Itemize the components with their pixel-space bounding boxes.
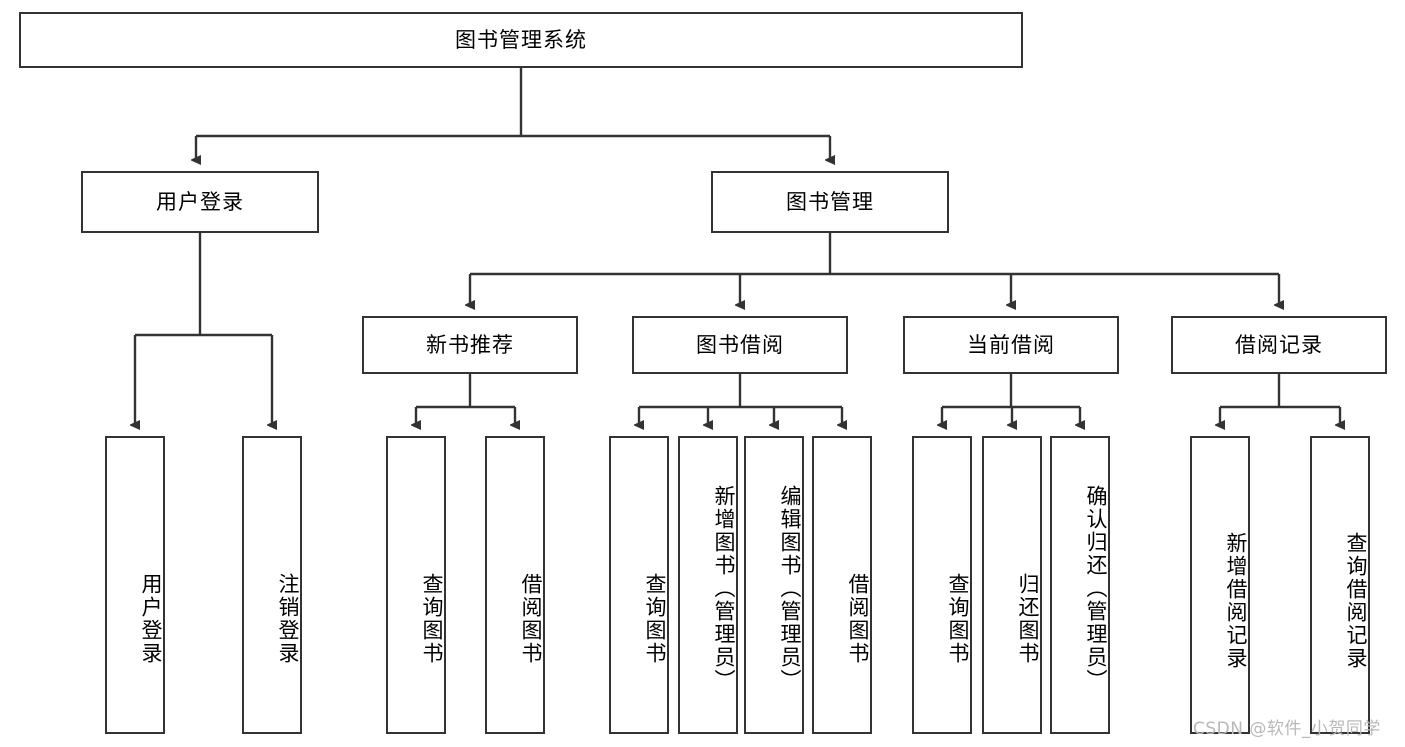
leaf-query-record[interactable]: 查询借阅记录: [1310, 436, 1370, 734]
leaf-add-book[interactable]: 新增图书（管理员）: [678, 436, 738, 734]
node-book-borrow-label: 图书借阅: [696, 332, 784, 357]
node-borrow-record-label: 借阅记录: [1235, 332, 1323, 357]
node-new-book-rec[interactable]: 新书推荐: [362, 316, 578, 374]
leaf-query-book-borrow[interactable]: 查询图书: [609, 436, 669, 734]
csdn-watermark: CSDN @软件_小贺同学: [1193, 719, 1381, 739]
leaf-add-book-label: 新增图书（管理员）: [712, 484, 736, 692]
node-root-label: 图书管理系统: [455, 27, 587, 52]
leaf-edit-book-label: 编辑图书（管理员）: [778, 484, 802, 692]
leaf-edit-book[interactable]: 编辑图书（管理员）: [744, 436, 804, 734]
leaf-confirm-return[interactable]: 确认归还（管理员）: [1050, 436, 1110, 734]
leaf-query-book-cur[interactable]: 查询图书: [912, 436, 972, 734]
leaf-query-book-rec-label: 查询图书: [420, 573, 444, 665]
leaf-borrow-book[interactable]: 借阅图书: [812, 436, 872, 734]
leaf-logout[interactable]: 注销登录: [242, 436, 302, 734]
leaf-add-record-label: 新增借阅记录: [1224, 532, 1248, 670]
leaf-borrow-book-rec[interactable]: 借阅图书: [485, 436, 545, 734]
node-book-manage-label: 图书管理: [786, 189, 874, 214]
leaf-query-book-borrow-label: 查询图书: [643, 573, 667, 665]
leaf-add-record[interactable]: 新增借阅记录: [1190, 436, 1250, 734]
leaf-logout-label: 注销登录: [276, 573, 300, 665]
leaf-query-book-rec[interactable]: 查询图书: [386, 436, 446, 734]
leaf-return-book-label: 归还图书: [1016, 573, 1040, 665]
leaf-query-record-label: 查询借阅记录: [1344, 532, 1368, 670]
leaf-query-book-cur-label: 查询图书: [946, 573, 970, 665]
leaf-borrow-book-rec-label: 借阅图书: [519, 573, 543, 665]
node-root[interactable]: 图书管理系统: [19, 12, 1023, 68]
leaf-confirm-return-label: 确认归还（管理员）: [1084, 484, 1108, 692]
node-book-borrow[interactable]: 图书借阅: [632, 316, 848, 374]
leaf-user-login-label: 用户登录: [139, 573, 163, 665]
node-borrow-record[interactable]: 借阅记录: [1171, 316, 1387, 374]
node-book-manage[interactable]: 图书管理: [711, 171, 949, 233]
leaf-user-login[interactable]: 用户登录: [105, 436, 165, 734]
node-current-borrow[interactable]: 当前借阅: [903, 316, 1119, 374]
node-user-login[interactable]: 用户登录: [81, 171, 319, 233]
leaf-borrow-book-label: 借阅图书: [846, 573, 870, 665]
node-user-login-label: 用户登录: [156, 189, 244, 214]
node-current-borrow-label: 当前借阅: [967, 332, 1055, 357]
node-new-book-rec-label: 新书推荐: [426, 332, 514, 357]
leaf-return-book[interactable]: 归还图书: [982, 436, 1042, 734]
